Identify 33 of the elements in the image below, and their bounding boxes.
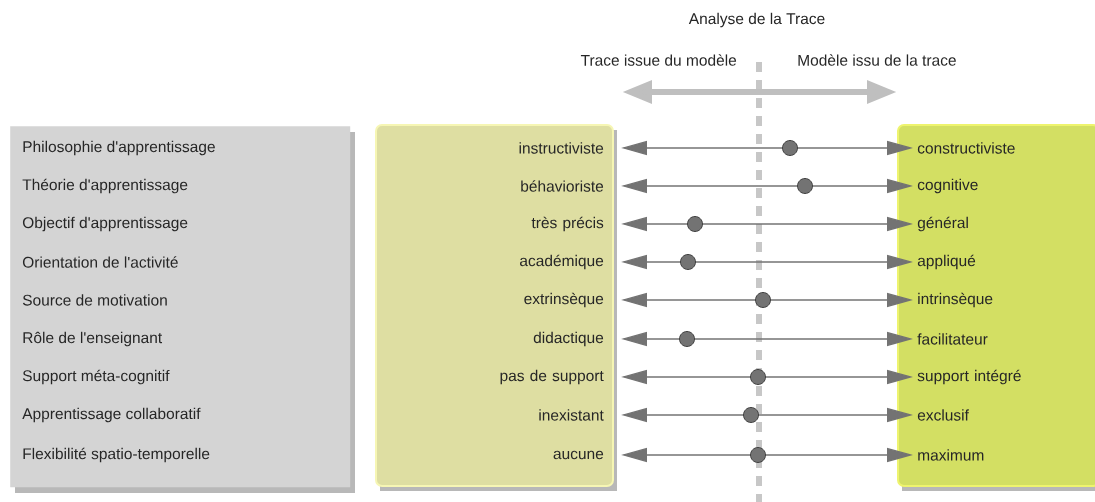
value-label: appliqué [917, 254, 976, 270]
row-label: Philosophie d'apprentissage [23, 140, 215, 156]
value-label: instructiviste [519, 142, 604, 154]
value-label: pas de support [500, 369, 604, 385]
row-label: Théorie d'apprentissage [22, 178, 188, 194]
title: Analyse de la Trace [688, 12, 825, 28]
value-label: extrinsèque [524, 292, 604, 308]
value-label: béhavioriste [521, 180, 604, 192]
value-label: maximum [918, 449, 984, 461]
label-panel [10, 126, 355, 493]
value-label: exclusif [917, 409, 969, 421]
axis-label: Modèle issu de la trace [798, 54, 956, 66]
value-label: constructiviste [917, 142, 1015, 154]
row-label: Flexibilité spatio-temporelle [23, 447, 210, 463]
row-label: Rôle de l'enseignant [23, 331, 162, 347]
value-label: académique [520, 254, 604, 270]
row-label: Orientation de l'activité [22, 256, 178, 268]
value-label: support intégré [917, 369, 1021, 385]
value-label: facilitateur [917, 333, 988, 345]
value-panel [375, 124, 617, 491]
value-label: aucune [553, 450, 604, 460]
value-label: général [917, 216, 968, 232]
value-label: inexistant [539, 409, 604, 421]
value-label: très précis [531, 216, 604, 232]
value-label: cognitive [917, 178, 978, 194]
row-label: Support méta-cognitif [22, 369, 170, 385]
value-label: didactique [533, 331, 604, 347]
row-label: Apprentissage collaboratif [22, 407, 201, 423]
row-label: Objectif d'apprentissage [22, 216, 188, 232]
value-label: intrinsèque [918, 292, 993, 308]
value-panel [897, 124, 1095, 491]
axis-label: Trace issue du modèle [580, 54, 737, 66]
row-label: Source de motivation [22, 294, 167, 306]
